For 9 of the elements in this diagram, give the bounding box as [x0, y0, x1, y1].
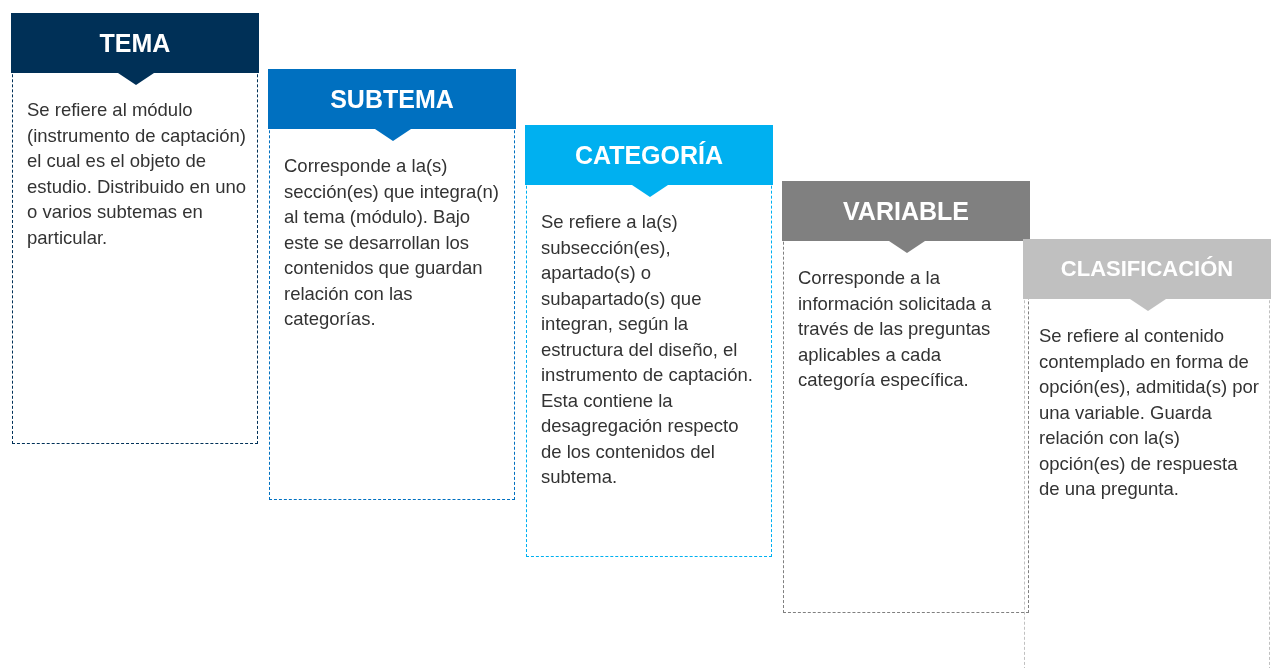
- description-text: Se refiere al módulo (instrumento de captación) el cual es el objeto de estudio. Distribuido en uno o varios subtemas en particular.: [27, 98, 248, 250]
- description-text: Se refiere a la(s) subsección(es), apartado(s) o subapartado(s) que integran, según la estructura del diseño, el instrumento de captación. Esta contiene la desagregación respecto de los contenidos del subtema.: [541, 210, 754, 489]
- description-text: Corresponde a la(s) sección(es) que integra(n) al tema (módulo). Bajo este se desarrollan los contenidos que guardan relación con las categorías.: [284, 154, 500, 331]
- description-text: Se refiere al contenido contemplado en forma de opción(es), admitida(s) por una variable. Guarda relación con la(s) opción(es) de respuesta de una pregunta.: [1039, 324, 1261, 501]
- dashed-card: [12, 14, 258, 444]
- dashed-card: [1024, 240, 1270, 668]
- dashed-card: [269, 70, 515, 500]
- dashed-card: [526, 126, 772, 557]
- description-text: Corresponde a la información solicitada a través de las preguntas aplicables a cada categoría específica.: [798, 266, 993, 392]
